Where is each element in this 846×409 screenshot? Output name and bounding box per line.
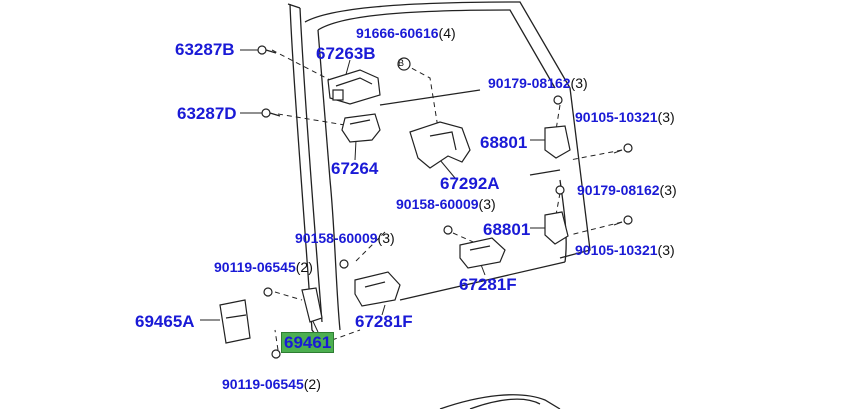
part-label-90158-60009-left[interactable]: 90158-60009(3) [295,230,395,246]
part-label-68801-lower[interactable]: 68801 [483,220,531,239]
part-label-90105-10321-upper[interactable]: 90105-10321(3) [575,109,675,125]
part-label-63287b[interactable]: 63287B [175,40,235,59]
part-label-91666-60616[interactable]: 91666-60616(4) [356,25,456,41]
part-label-69461-highlighted[interactable]: 69461 [281,332,335,353]
part-label-67292a[interactable]: 67292A [440,174,500,193]
callout-b: B [398,58,405,68]
part-label-69465a[interactable]: 69465A [135,312,195,331]
part-label-90119-06545-lower[interactable]: 90119-06545(2) [222,376,321,392]
part-label-63287d[interactable]: 63287D [177,104,237,123]
part-label-90119-06545-upper[interactable]: 90119-06545(2) [214,259,313,275]
part-label-90158-60009-right[interactable]: 90158-60009(3) [396,196,496,212]
part-label-90179-08162-lower[interactable]: 90179-08162(3) [577,182,677,198]
part-label-90179-08162-upper[interactable]: 90179-08162(3) [488,75,588,91]
part-label-67281f-right[interactable]: 67281F [459,275,517,294]
part-label-67281f-left[interactable]: 67281F [355,312,413,331]
part-label-68801-upper[interactable]: 68801 [480,133,528,152]
part-label-67263b[interactable]: 67263B [316,44,376,63]
part-label-90105-10321-lower[interactable]: 90105-10321(3) [575,242,675,258]
part-label-67264[interactable]: 67264 [331,159,379,178]
